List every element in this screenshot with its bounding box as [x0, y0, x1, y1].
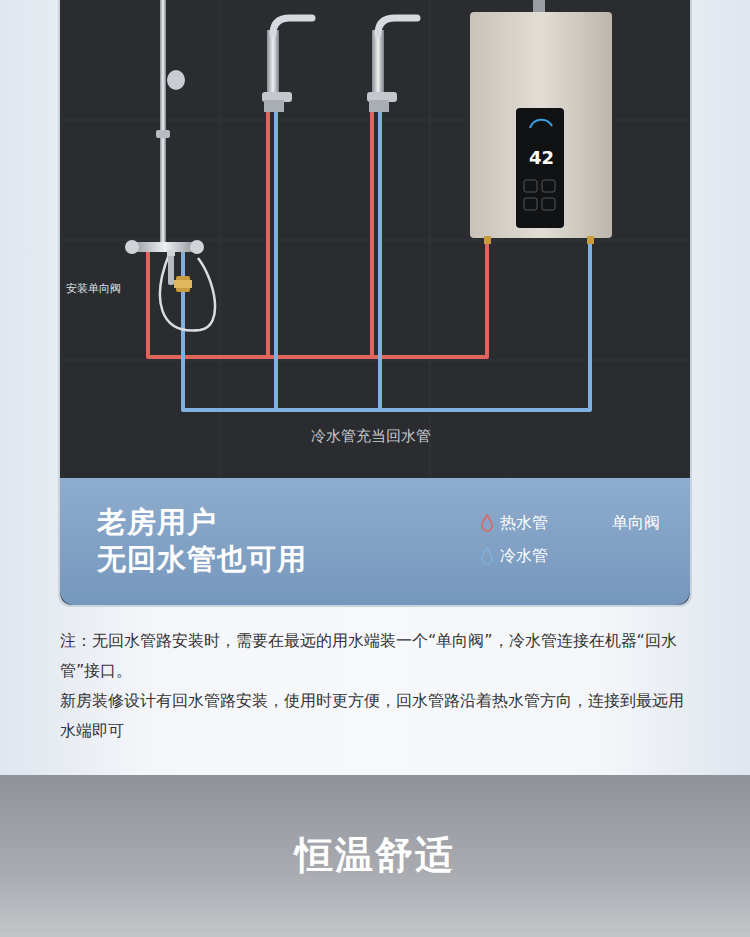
faucet [367, 18, 417, 112]
hot-pipe [148, 108, 487, 357]
dark-panel [60, 0, 690, 605]
legend-item: 单向阀 [612, 512, 660, 534]
legend-text: 热水管 [500, 512, 548, 534]
legend-item: 冷水管 [480, 545, 548, 567]
drop-swatch [480, 546, 494, 566]
check-valve [174, 276, 192, 292]
drop-swatch [480, 513, 494, 533]
legend-text: 单向阀 [612, 512, 660, 534]
legend-text: 冷水管 [500, 545, 548, 567]
panel-border [58, 0, 692, 607]
water-heater [470, 0, 612, 244]
shower-set [125, 0, 215, 330]
display-reading: 42 [529, 147, 554, 168]
note-text: 注：无回水管路安装时，需要在最远的用水端装一个“单向阀”，冷水管连接在机器“回水… [60, 626, 692, 686]
legend-item: 热水管 [480, 512, 548, 534]
info-band: 老房用户 无回水管也可用 [60, 478, 690, 605]
section-band: 恒温舒适 [0, 775, 750, 937]
wall-grid [60, 0, 690, 478]
cold-pipe [183, 108, 590, 410]
note-text: 新房装修设计有回水管路安装，使用时更方便，回水管路沿着热水管方向，连接到最远用水… [60, 686, 692, 746]
band-text: 老房用户 无回水管也可用 [97, 504, 337, 578]
pipe-caption: 冷水管充当回水管 [311, 427, 431, 446]
faucet [262, 18, 312, 112]
band-text: 恒温舒适 [0, 827, 750, 883]
valve-callout: 安装单向阀 [66, 281, 121, 296]
